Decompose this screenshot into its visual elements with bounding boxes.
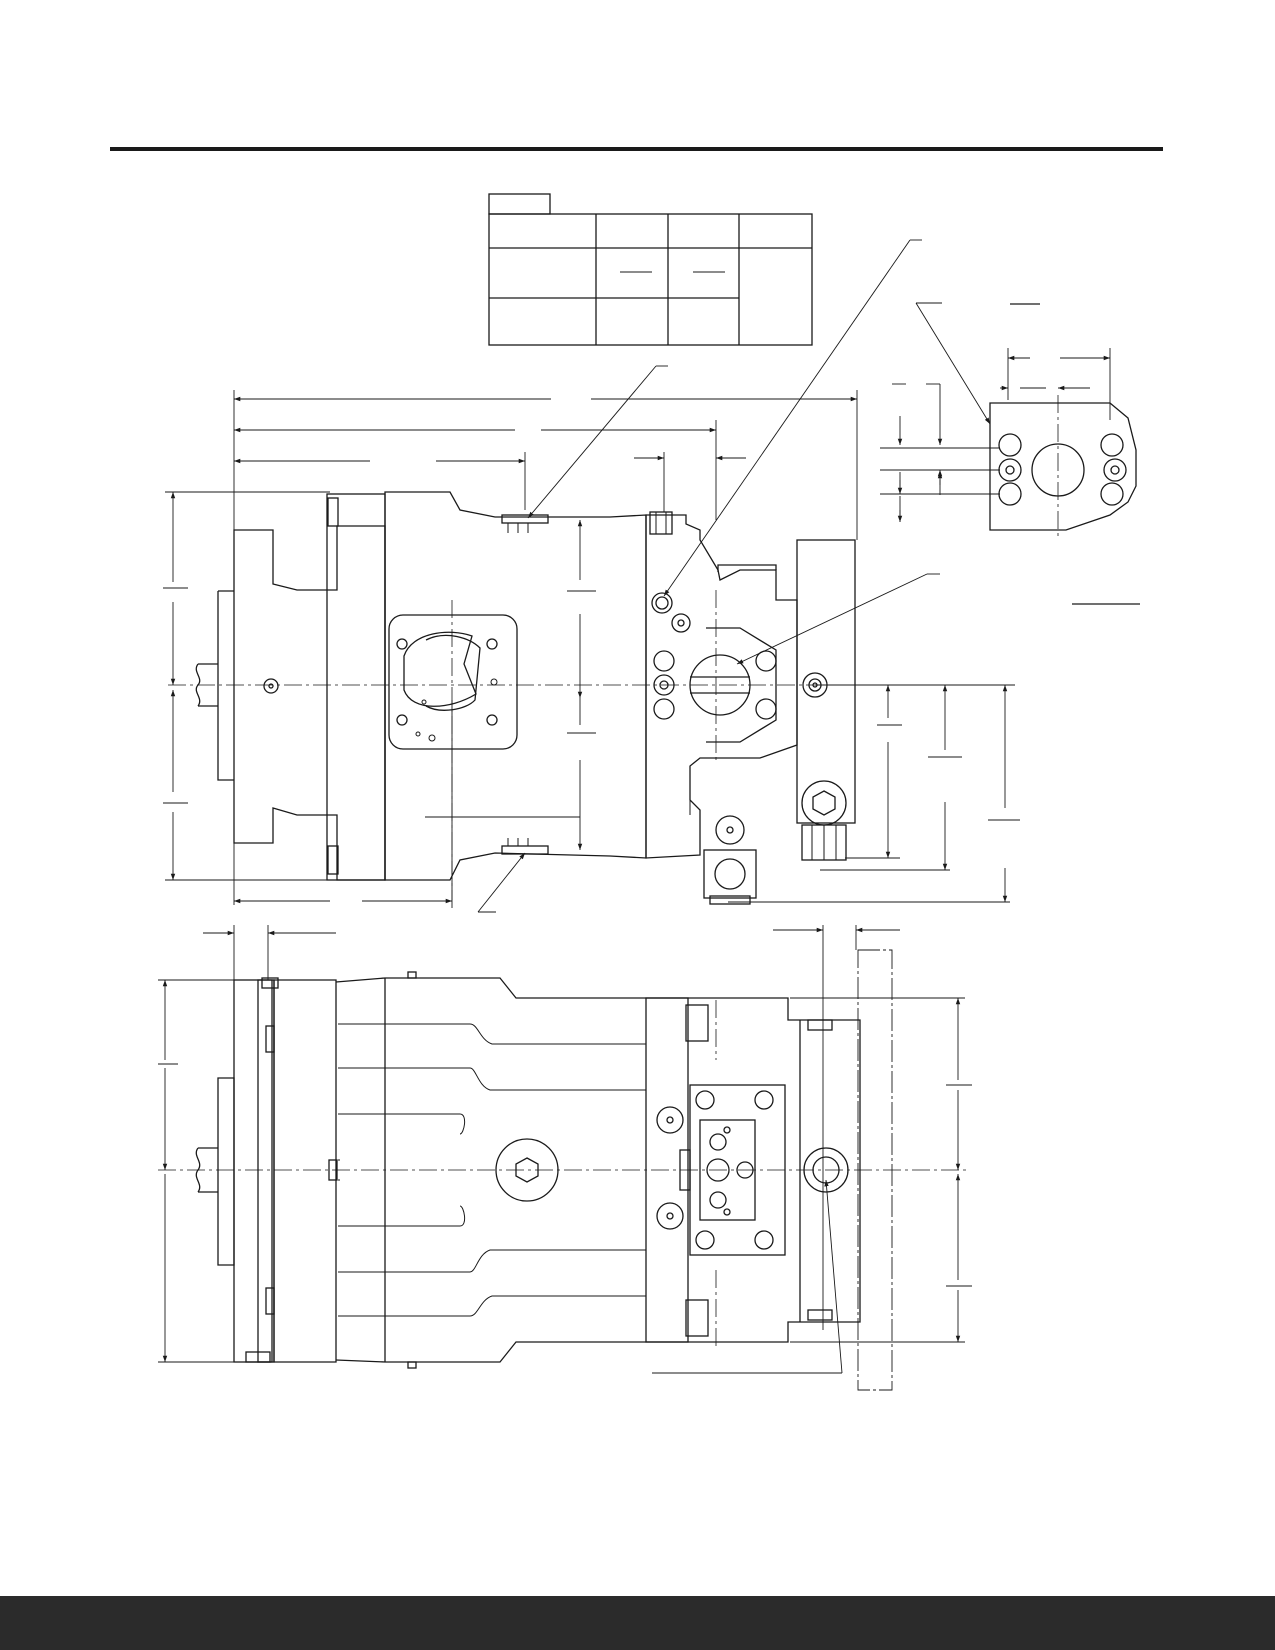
- footer-bar: [0, 1596, 1275, 1650]
- side-view: [163, 239, 1140, 913]
- dimension-table: [488, 193, 813, 346]
- top-view: [158, 925, 972, 1391]
- port-detail-view: [880, 302, 1137, 540]
